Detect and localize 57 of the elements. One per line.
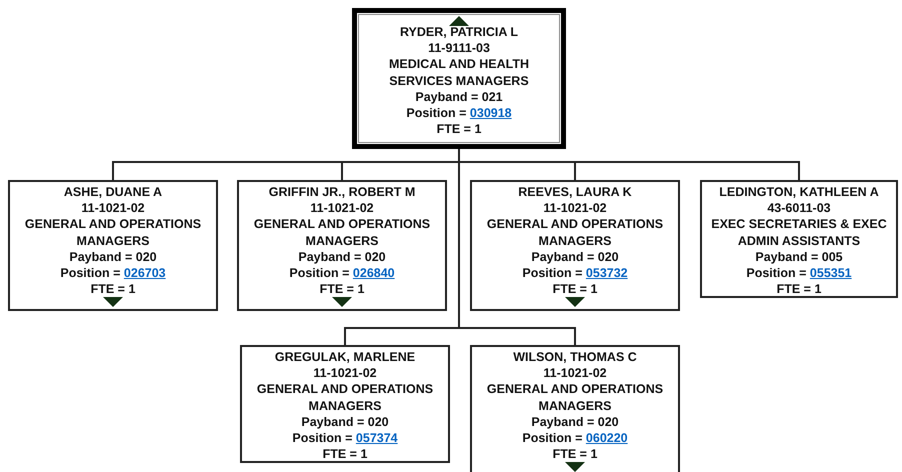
occupation-title: GENERAL AND OPERATIONS MANAGERS: [24, 216, 202, 249]
position-text: Position = 060220: [522, 430, 628, 446]
position-link: 060220: [586, 431, 628, 446]
position-link: 026703: [124, 266, 166, 280]
occupation-code: 11-9111-03: [428, 40, 490, 56]
payband-text: Payband = 020: [531, 414, 619, 430]
position-text: Position = 055351: [746, 265, 852, 282]
position-link: 053732: [586, 266, 628, 280]
employee-name: REEVES, LAURA K: [518, 184, 632, 200]
position-text: Position = 026703: [60, 265, 166, 282]
employee-card: [470, 180, 680, 311]
payband-text: Payband = 020: [298, 248, 386, 266]
fte-text: FTE = 1: [322, 446, 368, 462]
employee-card: [237, 180, 447, 311]
occupation-code: 11-1021-02: [81, 200, 145, 216]
payband-text: Payband = 020: [301, 414, 389, 430]
occupation-code: 11-1021-02: [313, 365, 377, 382]
position-link: 055351: [810, 266, 852, 280]
fte-text: FTE = 1: [552, 281, 598, 298]
employee-name: RYDER, PATRICIA L: [400, 24, 518, 40]
employee-name: WILSON, THOMAS C: [513, 349, 637, 366]
position-text: Position = 026840: [289, 265, 395, 282]
employee-name: ASHE, DUANE A: [64, 184, 162, 200]
employee-card: [352, 8, 566, 149]
employee-name: GREGULAK, MARLENE: [274, 349, 416, 366]
occupation-code: 11-1021-02: [543, 200, 607, 216]
fte-text: FTE = 1: [90, 281, 136, 298]
position-text: Position = 053732: [522, 265, 628, 282]
employee-card: [8, 180, 218, 311]
occupation-title: GENERAL AND OPERATIONS MANAGERS: [486, 216, 664, 249]
occupation-code: 11-1021-02: [543, 365, 607, 382]
employee-card: [700, 180, 898, 298]
fte-text: FTE = 1: [552, 446, 598, 462]
employee-name: LEDINGTON, KATHLEEN A: [719, 184, 879, 200]
occupation-code: 43-6011-03: [767, 200, 831, 216]
occupation-title: MEDICAL AND HEALTH SERVICES MANAGERS: [388, 56, 530, 89]
payband-text: Payband = 020: [531, 248, 619, 266]
connector-line: [458, 149, 576, 345]
position-text: Position = 057374: [292, 430, 398, 446]
fte-text: FTE = 1: [320, 281, 364, 298]
employee-card: [240, 345, 450, 463]
position-link: 057374: [356, 431, 398, 446]
occupation-title: GENERAL AND OPERATIONS MANAGERS: [486, 381, 664, 414]
position-link: 030918: [470, 106, 512, 120]
payband-text: Payband = 005: [755, 248, 843, 266]
employee-name: GRIFFIN JR., ROBERT M: [268, 184, 416, 200]
occupation-title: GENERAL AND OPERATIONS MANAGERS: [252, 216, 432, 249]
fte-text: FTE = 1: [776, 281, 822, 298]
occupation-title: EXEC SECRETARIES & EXEC ADMIN ASSISTANTS: [710, 216, 888, 249]
occupation-code: 11-1021-02: [310, 200, 374, 216]
payband-text: Payband = 020: [69, 248, 157, 266]
position-text: Position = 030918: [406, 105, 512, 122]
fte-text: FTE = 1: [436, 121, 482, 138]
employee-card: [470, 345, 680, 472]
occupation-title: GENERAL AND OPERATIONS MANAGERS: [256, 381, 434, 414]
payband-text: Payband = 021: [415, 88, 503, 106]
position-link: 026840: [352, 266, 395, 280]
